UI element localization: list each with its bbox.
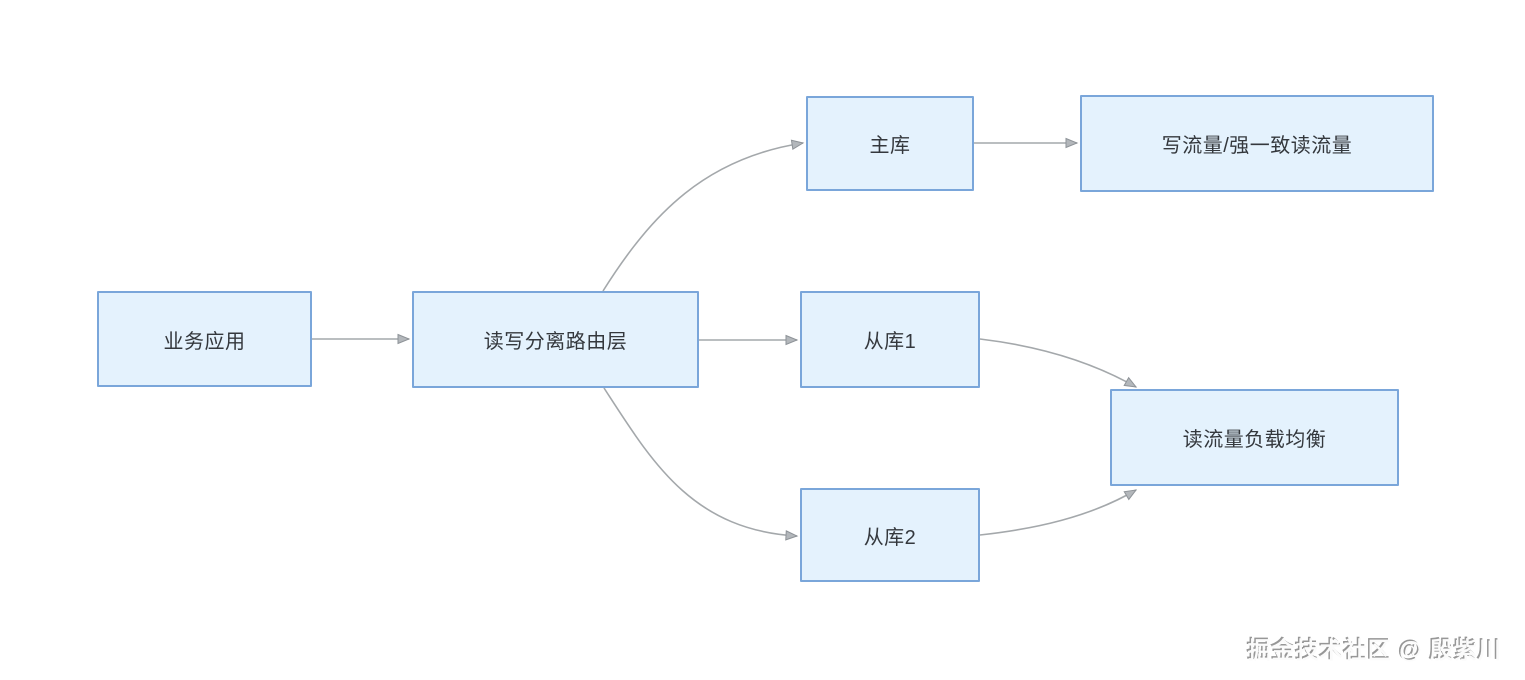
edge-router-to-master [602,139,805,292]
node-slave-db-2: 从库2 [800,488,980,582]
node-master-db: 主库 [806,96,974,191]
node-routing-layer: 读写分离路由层 [412,291,699,388]
node-slave-db-2-label: 从库2 [863,526,917,549]
edge-slave2-to-load-balance [979,489,1138,536]
node-write-traffic: 写流量/强一致读流量 [1080,95,1434,192]
node-master-db-label: 主库 [869,135,911,157]
watermark: 掘金技术社区 @ 殷紫川 [1247,637,1502,663]
node-business-app: 业务应用 [97,291,312,387]
node-routing-layer-label: 读写分离路由层 [483,331,628,353]
node-write-traffic-label: 写流量/强一致读流量 [1161,135,1353,157]
node-read-load-balance-label: 读流量负载均衡 [1182,429,1327,451]
node-read-load-balance: 读流量负载均衡 [1110,389,1399,486]
node-slave-db-1: 从库1 [800,291,980,388]
node-business-app-label: 业务应用 [163,330,246,353]
edge-router-to-slave2 [603,387,799,541]
edge-slave1-to-load-balance [979,338,1138,388]
node-slave-db-1-label: 从库1 [863,331,917,353]
